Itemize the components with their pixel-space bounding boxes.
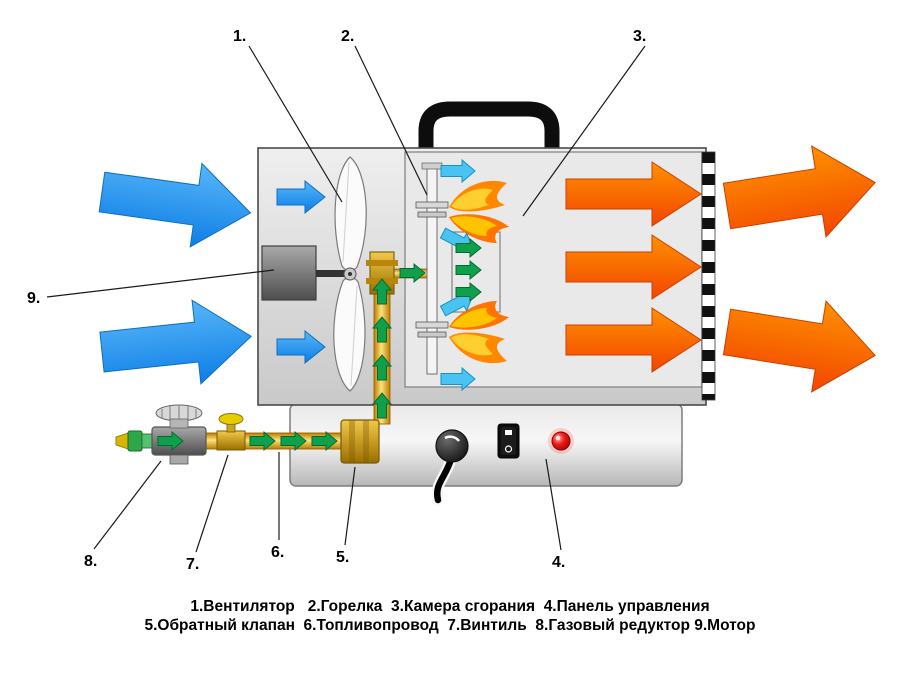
hot-air-arrow-out-bottom — [719, 286, 883, 402]
callout-line-7 — [195, 454, 229, 553]
legend-line-1: 1.Вентилятор 2.Горелка 3.Камера сгорания… — [190, 598, 710, 615]
indicator-lamp — [551, 431, 571, 451]
callout-1: 1. — [233, 28, 246, 45]
motor — [261, 245, 317, 301]
outlet-grille — [701, 151, 716, 401]
callout-line-8 — [93, 460, 162, 550]
callout-line-3 — [522, 45, 646, 217]
gas-reducer — [115, 404, 207, 465]
callout-line-5 — [344, 466, 356, 546]
carry-handle — [418, 101, 560, 162]
cold-air-arrow-bottom — [97, 294, 257, 395]
callout-line-2 — [354, 45, 428, 196]
callout-9: 9. — [27, 290, 40, 307]
power-switch[interactable] — [497, 423, 520, 459]
control-knob[interactable] — [435, 429, 469, 463]
callout-7: 7. — [186, 556, 199, 573]
callout-4: 4. — [552, 554, 565, 571]
callout-5: 5. — [336, 549, 349, 566]
hot-air-arrow-out-top — [719, 136, 883, 252]
callout-8: 8. — [84, 553, 97, 570]
fan — [333, 156, 367, 392]
callout-lines — [46, 45, 646, 553]
callout-3: 3. — [633, 28, 646, 45]
motor-shaft — [316, 270, 346, 277]
callout-line-9 — [46, 269, 275, 298]
callout-line-4 — [545, 458, 562, 551]
callout-6: 6. — [271, 544, 284, 561]
burner — [415, 162, 449, 375]
check-valve — [340, 419, 380, 464]
callout-2: 2. — [341, 28, 354, 45]
legend-line-2: 5.Обратный клапан 6.Топливопровод 7.Винт… — [144, 617, 756, 634]
callout-line-1 — [248, 45, 343, 203]
cold-air-arrow-top — [95, 149, 257, 255]
gas-valve — [216, 413, 246, 451]
legend: 1.Вентилятор 2.Горелка 3.Камера сгорания… — [0, 597, 900, 635]
control-panel — [431, 423, 574, 506]
